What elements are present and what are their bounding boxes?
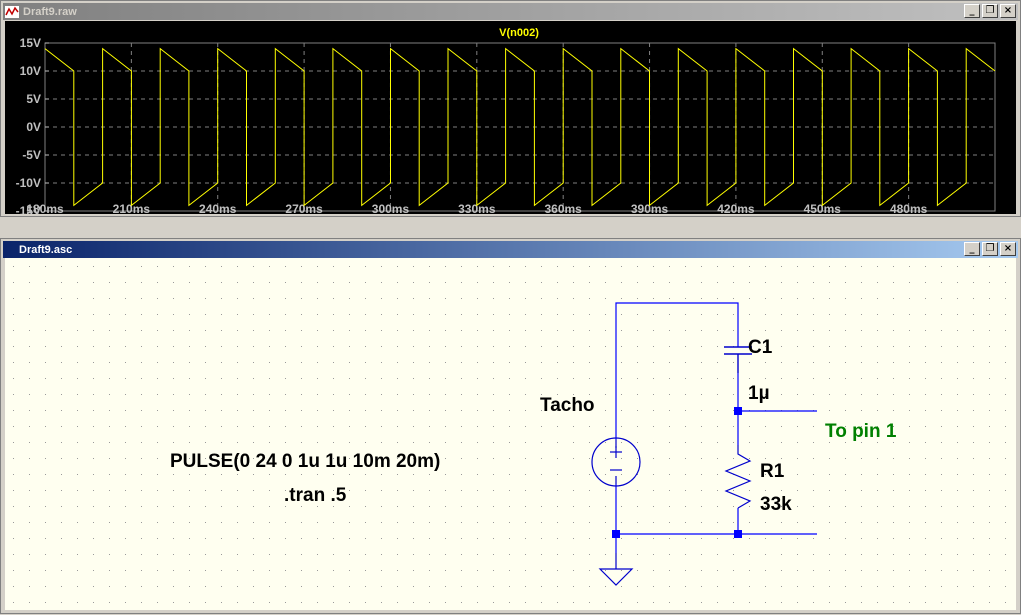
minimize-button[interactable]: _ bbox=[964, 4, 980, 18]
junction-dot bbox=[612, 530, 620, 538]
schematic-window[interactable]: Draft9.asc _ ❐ × bbox=[0, 238, 1021, 614]
x-tick-label: 240ms bbox=[199, 202, 237, 214]
trace-label[interactable]: V(n002) bbox=[499, 27, 539, 39]
net-label-to-pin1[interactable]: To pin 1 bbox=[825, 421, 897, 442]
waveform-app-icon bbox=[5, 5, 19, 18]
resistor-r1[interactable] bbox=[724, 445, 752, 509]
minimize-button[interactable]: _ bbox=[964, 242, 980, 256]
y-tick-label: -10V bbox=[16, 176, 41, 190]
source-name-label[interactable]: Tacho bbox=[540, 395, 595, 416]
x-tick-label: 270ms bbox=[285, 202, 323, 214]
close-button[interactable]: × bbox=[1000, 4, 1016, 18]
x-tick-label: 360ms bbox=[544, 202, 582, 214]
schematic-drawing[interactable]: Tacho PULSE(0 24 0 1u 1u 10m 20m) .tran … bbox=[5, 258, 1016, 610]
schematic-title-bar[interactable]: Draft9.asc _ ❐ × bbox=[3, 241, 1018, 258]
restore-button[interactable]: ❐ bbox=[982, 4, 998, 18]
tran-directive[interactable]: .tran .5 bbox=[284, 485, 347, 506]
x-tick-label: 330ms bbox=[458, 202, 496, 214]
waveform-window-title: Draft9.raw bbox=[23, 5, 77, 18]
capacitor-c1[interactable] bbox=[724, 346, 752, 373]
close-button[interactable]: × bbox=[1000, 242, 1016, 256]
y-tick-label: 0V bbox=[26, 120, 41, 134]
capacitor-value-label[interactable]: 1µ bbox=[748, 383, 770, 404]
ground-symbol-icon[interactable] bbox=[598, 553, 634, 586]
junction-dot bbox=[734, 530, 742, 538]
restore-button[interactable]: ❐ bbox=[982, 242, 998, 256]
voltage-source-tacho[interactable] bbox=[591, 437, 641, 487]
y-tick-label: 5V bbox=[26, 92, 41, 106]
schematic-window-title: Draft9.asc bbox=[19, 243, 73, 256]
capacitor-name-label[interactable]: C1 bbox=[748, 337, 773, 358]
x-tick-label: 180ms bbox=[26, 202, 64, 214]
schematic-canvas[interactable]: Tacho PULSE(0 24 0 1u 1u 10m 20m) .tran … bbox=[5, 258, 1016, 610]
x-tick-label: 210ms bbox=[113, 202, 151, 214]
x-tick-label: 300ms bbox=[372, 202, 410, 214]
y-tick-label: 15V bbox=[20, 36, 41, 50]
source-value-label[interactable]: PULSE(0 24 0 1u 1u 10m 20m) bbox=[170, 451, 440, 472]
resistor-value-label[interactable]: 33k bbox=[760, 494, 792, 515]
x-tick-label: 390ms bbox=[631, 202, 669, 214]
resistor-name-label[interactable]: R1 bbox=[760, 461, 785, 482]
x-tick-label: 480ms bbox=[890, 202, 928, 214]
trace-v-n002[interactable] bbox=[44, 47, 996, 207]
grid-dots bbox=[5, 258, 1016, 610]
x-tick-label: 450ms bbox=[804, 202, 842, 214]
waveform-window[interactable]: Draft9.raw _ ❐ × V(n002) 15V 10V 5V 0V -5V -1… bbox=[0, 0, 1021, 218]
waveform-title-bar[interactable]: Draft9.raw _ ❐ × bbox=[3, 3, 1018, 20]
wire-top[interactable] bbox=[615, 302, 739, 440]
junction-dot bbox=[734, 407, 742, 415]
y-tick-label: 10V bbox=[20, 64, 41, 78]
x-tick-label: 420ms bbox=[717, 202, 755, 214]
y-tick-label: -5V bbox=[22, 148, 41, 162]
